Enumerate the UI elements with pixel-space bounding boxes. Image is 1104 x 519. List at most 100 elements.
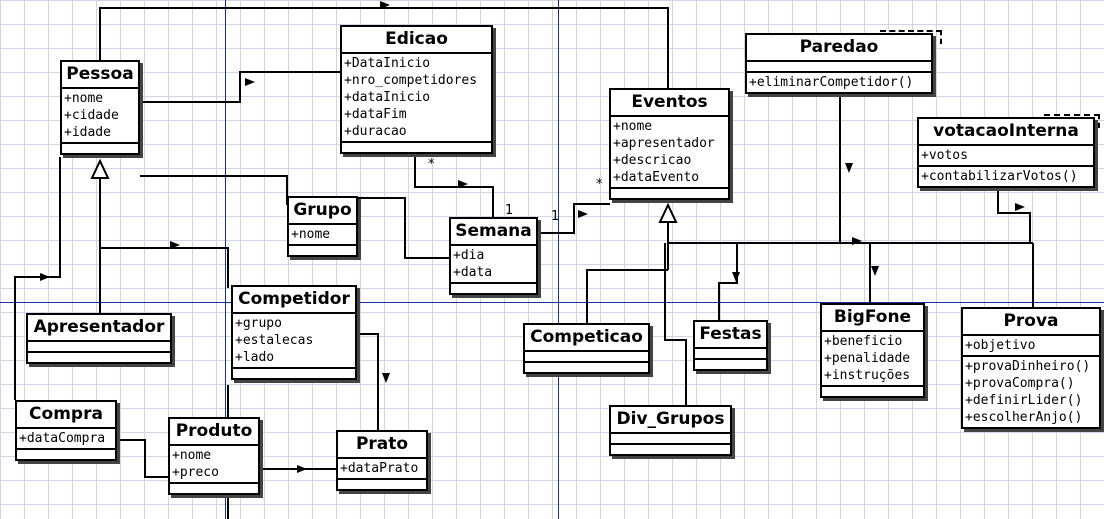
guide-vertical-1 [225, 0, 226, 519]
attribute: +beneficio [824, 334, 903, 349]
attributes-section [611, 434, 730, 445]
attributes-section [695, 349, 766, 360]
class-pessoa[interactable]: Pessoa +nome +cidade +idade [60, 60, 140, 155]
class-title: Eventos [611, 90, 728, 117]
methods-section [17, 450, 115, 459]
attributes-section: +nome +preco [170, 446, 258, 484]
guide-horizontal [0, 302, 1104, 303]
methods-section [342, 143, 491, 152]
attribute: +descricao [613, 153, 692, 168]
methods-section [28, 353, 170, 362]
class-edicao[interactable]: Edicao +DataInicio +nro_competidores +dataI… [340, 25, 493, 154]
attribute: +nome [291, 227, 331, 242]
class-apresentador[interactable]: Apresentador [26, 313, 172, 364]
attribute: +dataCompra [19, 431, 106, 446]
class-competicao[interactable]: Competicao [523, 323, 650, 374]
votacao-template-marker [1044, 114, 1100, 128]
attributes-section: +objetivo [963, 336, 1099, 357]
attributes-section: +nome +apresentador +descricao +dataEvento [611, 117, 728, 189]
methods-section [338, 480, 426, 489]
attribute: +lado [235, 350, 275, 365]
method: +contabilizarVotos() [921, 169, 1078, 184]
class-title: Paredao [747, 35, 931, 62]
class-bigfone[interactable]: BigFone+beneficio+penalidade+instruções [820, 303, 925, 398]
class-title: Compra [17, 402, 115, 429]
attribute: +nome [172, 448, 212, 463]
attributes-section [525, 352, 648, 363]
methods-section: +contabilizarVotos() [919, 167, 1093, 186]
class-produto[interactable]: Produto+nome+preco [168, 417, 260, 495]
class-title: Prova [963, 309, 1099, 336]
attributes-section: +votos [919, 146, 1093, 167]
class-prova[interactable]: Prova +objetivo +provaDinheiro()+provaComp… [961, 307, 1101, 429]
attribute: +instruções [824, 368, 911, 383]
methods-section: +provaDinheiro()+provaCompra()+definirLi… [963, 357, 1099, 427]
method: +eliminarCompetidor() [749, 75, 914, 90]
attribute: +dataInicio [344, 90, 431, 105]
attribute: +votos [921, 148, 968, 163]
attribute: +dataFim [344, 107, 407, 122]
guide-vertical-2 [558, 0, 559, 519]
attribute: +dia [453, 248, 485, 263]
class-votacao-interna[interactable]: votacaoInterna+votos+contabilizarVotos() [917, 117, 1095, 188]
methods-section [62, 144, 138, 153]
class-title: Div_Grupos [611, 407, 730, 434]
attribute: +data [453, 265, 493, 280]
attribute: +dataEvento [613, 170, 700, 185]
method: +provaDinheiro() [965, 359, 1091, 374]
mult-edicao-star: * [428, 157, 435, 172]
class-paredao[interactable]: Paredao +eliminarCompetidor() [745, 33, 933, 94]
class-title: Competicao [525, 325, 648, 352]
class-semana[interactable]: Semana +dia +data [449, 217, 538, 295]
attribute: +estalecas [235, 333, 314, 348]
attribute: +cidade [64, 108, 119, 123]
class-title: Edicao [342, 27, 491, 54]
attributes-section: +grupo +estalecas +lado [233, 314, 355, 369]
attribute: +DataInicio [344, 56, 431, 71]
attribute: +idade [64, 125, 111, 140]
class-title: Pessoa [62, 62, 138, 89]
attribute: +nome [613, 119, 653, 134]
methods-section [289, 246, 356, 255]
class-title: Competidor [233, 287, 355, 314]
class-festas[interactable]: Festas [693, 320, 768, 371]
class-eventos[interactable]: Eventos +nome +apresentador +descricao +data… [609, 88, 730, 200]
attribute: +nome [64, 91, 104, 106]
class-grupo[interactable]: Grupo +nome [287, 196, 358, 257]
class-div-grupos[interactable]: Div_Grupos [609, 405, 732, 456]
mult-semana-one: 1 [505, 203, 513, 218]
methods-section [695, 360, 766, 369]
attribute: +grupo [235, 316, 282, 331]
class-title: Prato [338, 432, 426, 459]
method: +escolherAnjo() [965, 410, 1083, 425]
attributes-section: +dia +data [451, 246, 536, 284]
class-prato[interactable]: Prato +dataPrato [336, 430, 428, 491]
method: +definirLider() [965, 393, 1083, 408]
class-compra[interactable]: Compra +dataCompra [15, 400, 117, 461]
attribute: +apresentador [613, 136, 715, 151]
class-competidor[interactable]: Competidor +grupo +estalecas +lado [231, 285, 357, 380]
attributes-section: +nome +cidade +idade [62, 89, 138, 144]
methods-section [611, 189, 728, 198]
class-title: BigFone [822, 305, 923, 332]
attribute: +preco [172, 465, 219, 480]
attributes-section: +beneficio+penalidade+instruções [822, 332, 923, 387]
attributes-section: +DataInicio +nro_competidores +dataInicio +… [342, 54, 491, 143]
attributes-section [747, 62, 931, 73]
methods-section [451, 284, 536, 293]
attributes-section [28, 342, 170, 353]
attribute: +objetivo [965, 338, 1036, 353]
methods-section [170, 484, 258, 493]
attribute: +duracao [344, 124, 407, 139]
class-title: Semana [451, 219, 536, 246]
class-title: Grupo [289, 198, 356, 225]
methods-section [822, 387, 923, 396]
attributes-section: +dataCompra [17, 429, 115, 450]
mult-eventos-star: * [596, 177, 603, 192]
attributes-section: +dataPrato [338, 459, 426, 480]
attribute: +nro_competidores [344, 73, 478, 88]
attribute: +dataPrato [340, 461, 419, 476]
methods-section [233, 369, 355, 378]
